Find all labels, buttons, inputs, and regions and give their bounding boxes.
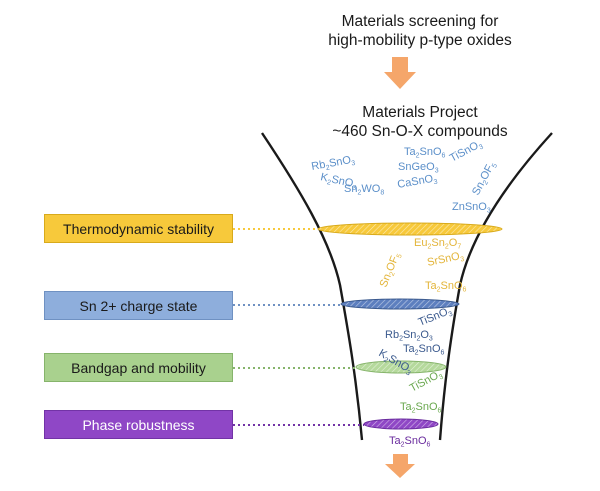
stage-bandgap-mobility: Bandgap and mobility: [44, 353, 233, 382]
compound-formula: Rb2Sn2O3: [385, 329, 433, 343]
compound-formula: Sn2OF5: [470, 159, 499, 198]
compound-final: Ta2SnO6: [389, 435, 431, 449]
stage-sn2-charge-state: Sn 2+ charge state: [44, 291, 233, 320]
compound-formula: SnGeO3: [398, 161, 439, 175]
compound-formula: K2SnO3: [319, 171, 358, 192]
top-down-arrow: [384, 57, 416, 89]
compound-formula: Rb2SnO3: [310, 153, 356, 174]
compound-formula: Eu2Sn2O7: [414, 237, 461, 251]
screening-caption: Materials screening for high-mobility p-…: [300, 12, 540, 50]
screening-caption-line1: Materials screening for: [341, 13, 499, 30]
compound-formula: Ta2SnO6: [389, 435, 431, 449]
compound-count: ~460 Sn-O-X compounds: [332, 123, 508, 140]
bottom-down-arrow: [385, 454, 415, 478]
stage-label: Sn 2+ charge state: [79, 297, 198, 314]
compound-formula: TiSnO3: [448, 138, 485, 166]
stage-thermodynamic-stability: Thermodynamic stability: [44, 214, 233, 243]
compound-formula: SrSnO3: [426, 250, 465, 271]
screening-caption-line2: high-mobility p-type oxides: [328, 32, 512, 49]
compound-formula: CaSnO3: [396, 172, 438, 192]
ring-phase-robustness: [363, 418, 439, 430]
stage-label: Phase robustness: [82, 416, 195, 433]
compound-formula: Sn2WO8: [344, 183, 384, 197]
funnel-right-wall: [438, 132, 553, 441]
stage-label: Bandgap and mobility: [71, 359, 206, 376]
compound-formula: Sn2OF5: [378, 251, 404, 290]
compound-formula: Ta2SnO6: [400, 401, 442, 415]
compound-formula: ZnSnO3: [452, 201, 491, 215]
materials-project-title: Materials Project: [362, 104, 478, 121]
materials-project-caption: Materials Project ~460 Sn-O-X compounds: [300, 103, 540, 141]
ring-charge-state: [340, 298, 460, 310]
compound-formula: Ta2SnO6: [403, 343, 445, 357]
ring-thermodynamic: [317, 222, 503, 236]
stage-phase-robustness: Phase robustness: [44, 410, 233, 439]
compound-formula: Ta2SnO6: [425, 280, 467, 294]
funnel-left-wall: [261, 132, 364, 441]
ring-bandgap: [355, 360, 447, 374]
stage-label: Thermodynamic stability: [63, 220, 214, 237]
compound-formula: Ta2SnO6: [404, 146, 446, 160]
